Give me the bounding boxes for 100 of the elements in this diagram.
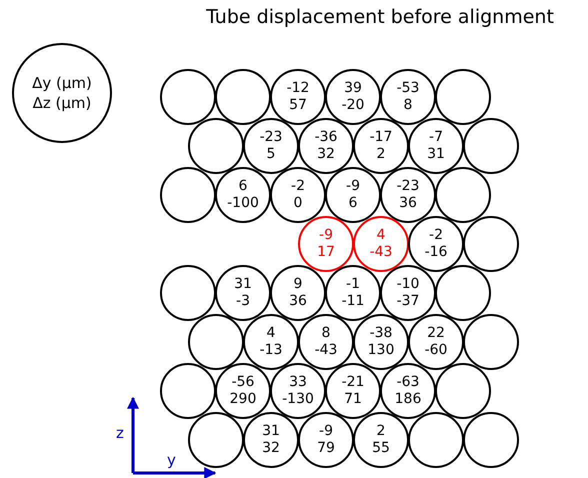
tube-circle — [298, 314, 354, 370]
tube-circle — [243, 412, 299, 468]
dy-value: -63 — [396, 374, 420, 391]
dy-value: -9 — [346, 178, 360, 195]
axis-label: y — [167, 452, 176, 468]
dy-value: -23 — [396, 178, 420, 195]
tube-circle — [270, 363, 326, 419]
tube-circle — [380, 69, 436, 125]
tube-circle — [325, 69, 381, 125]
tube-circle — [380, 167, 436, 223]
legend-dz-label: Δz (μm) — [32, 93, 92, 113]
axis-label: z — [116, 425, 124, 441]
dy-value: 2 — [376, 423, 386, 440]
dy-value: -1 — [346, 276, 360, 293]
dz-value: 36 — [289, 293, 307, 310]
dz-value: 186 — [394, 391, 422, 408]
empty-tube-circle — [160, 265, 216, 321]
dz-value: -43 — [370, 244, 392, 261]
tube-circle — [215, 167, 271, 223]
title: Tube displacement before alignment — [205, 6, 555, 28]
dy-value: -38 — [370, 325, 392, 342]
empty-tube-circle — [408, 412, 464, 468]
dy-value: -53 — [396, 80, 420, 97]
dz-value: -3 — [236, 293, 250, 310]
tube-circle — [408, 216, 464, 272]
dz-value: 55 — [372, 440, 390, 457]
tube-circle — [353, 118, 409, 174]
tube-circle — [298, 216, 354, 272]
dz-value: 290 — [230, 391, 256, 408]
dz-value: -43 — [314, 342, 338, 359]
empty-tube-circle — [435, 167, 491, 223]
dy-value: -21 — [342, 374, 364, 391]
empty-tube-circle — [188, 118, 244, 174]
dy-value: -56 — [232, 374, 254, 391]
tube-circle — [215, 265, 271, 321]
tube-circle — [353, 216, 409, 272]
dy-value: -2 — [291, 178, 305, 195]
dz-value: -16 — [424, 244, 448, 261]
empty-tube-circle — [463, 314, 519, 370]
dy-value: 9 — [294, 276, 302, 293]
tube-circle — [325, 363, 381, 419]
dz-value: -37 — [396, 293, 420, 310]
empty-tube-circle — [160, 69, 216, 125]
dz-value: 0 — [294, 195, 302, 212]
dy-value: 31 — [234, 276, 252, 293]
empty-tube-circle — [160, 363, 216, 419]
tube-circle — [215, 363, 271, 419]
dy-value: 22 — [427, 325, 445, 342]
empty-tube-circle — [435, 69, 491, 125]
dy-value: 8 — [322, 325, 330, 342]
empty-tube-circle — [160, 167, 216, 223]
dy-value: 39 — [344, 80, 362, 97]
tube-circle — [408, 118, 464, 174]
tube-circle — [408, 314, 464, 370]
dz-value: 57 — [289, 97, 307, 114]
dy-value: 4 — [376, 227, 386, 244]
dz-value: 32 — [317, 146, 335, 163]
tube-circle — [380, 363, 436, 419]
empty-tube-circle — [435, 265, 491, 321]
dz-value: 36 — [399, 195, 417, 212]
dz-value: 32 — [262, 440, 280, 457]
dy-value: 33 — [289, 374, 307, 391]
legend-dy-label: Δy (μm) — [32, 73, 92, 93]
dy-value: 6 — [238, 178, 248, 195]
empty-tube-circle — [463, 412, 519, 468]
dy-value: -36 — [314, 129, 338, 146]
tube-circle — [298, 412, 354, 468]
dy-value: 31 — [262, 423, 280, 440]
tube-circle — [325, 167, 381, 223]
dz-value: 2 — [376, 146, 386, 163]
dy-value: -12 — [286, 80, 310, 97]
legend-circle — [12, 43, 112, 143]
dz-value: 5 — [266, 146, 276, 163]
tube-circle — [380, 265, 436, 321]
tube-circle — [325, 265, 381, 321]
tube-circle — [298, 118, 354, 174]
tube-circle — [243, 314, 299, 370]
dy-value: -2 — [429, 227, 443, 244]
dz-value: 6 — [348, 195, 358, 212]
empty-tube-circle — [188, 412, 244, 468]
dz-value: -13 — [260, 342, 282, 359]
dy-value: -9 — [319, 227, 333, 244]
tube-circle — [270, 167, 326, 223]
dy-value: 4 — [266, 325, 276, 342]
dy-value: -9 — [319, 423, 333, 440]
tube-circle — [270, 265, 326, 321]
dy-value: -10 — [396, 276, 420, 293]
dz-value: -20 — [342, 97, 364, 114]
dz-value: -11 — [342, 293, 364, 310]
dz-value: 71 — [344, 391, 362, 408]
dz-value: 31 — [427, 146, 445, 163]
dy-value: -23 — [260, 129, 282, 146]
tube-circle — [353, 314, 409, 370]
dz-value: 17 — [317, 244, 335, 261]
empty-tube-circle — [463, 118, 519, 174]
tube-circle — [353, 412, 409, 468]
dz-value: 8 — [404, 97, 412, 114]
empty-tube-circle — [215, 69, 271, 125]
dz-value: -130 — [282, 391, 314, 408]
tube-circle — [270, 69, 326, 125]
